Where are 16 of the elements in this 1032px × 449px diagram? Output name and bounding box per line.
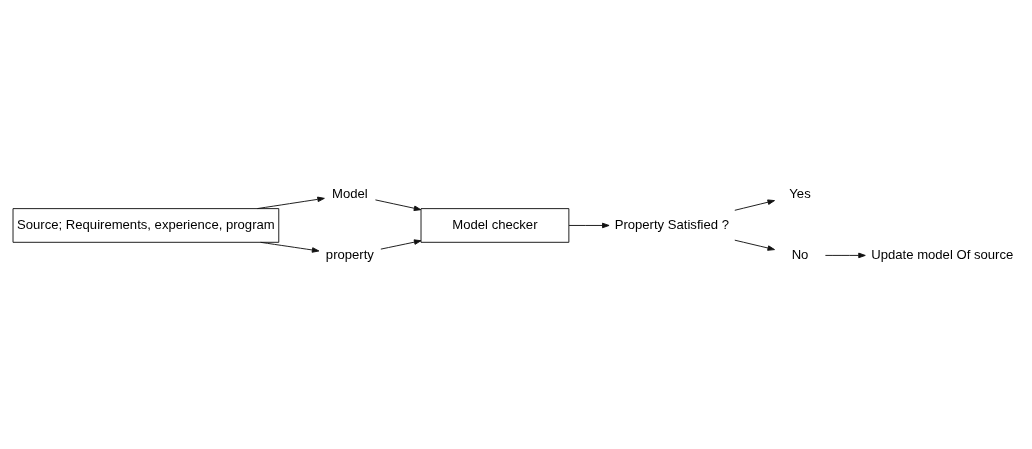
arrow [380,238,422,250]
arrow [824,252,866,258]
arrow [256,196,325,209]
node-text: Update model Of source [871,246,1014,262]
arrow [374,198,422,211]
node-text: property [325,246,374,262]
node-text: Property Satisfied ? [614,216,729,232]
arrow [734,198,775,211]
arrow [734,239,775,251]
node-text: No [791,246,809,262]
node-text: Yes [789,185,811,201]
node-box: Source; Requirements, experience, program [12,207,280,243]
arrow [260,241,320,253]
node-text: Model [332,185,368,201]
arrow [568,222,610,228]
node-box: Model checker [420,207,570,243]
